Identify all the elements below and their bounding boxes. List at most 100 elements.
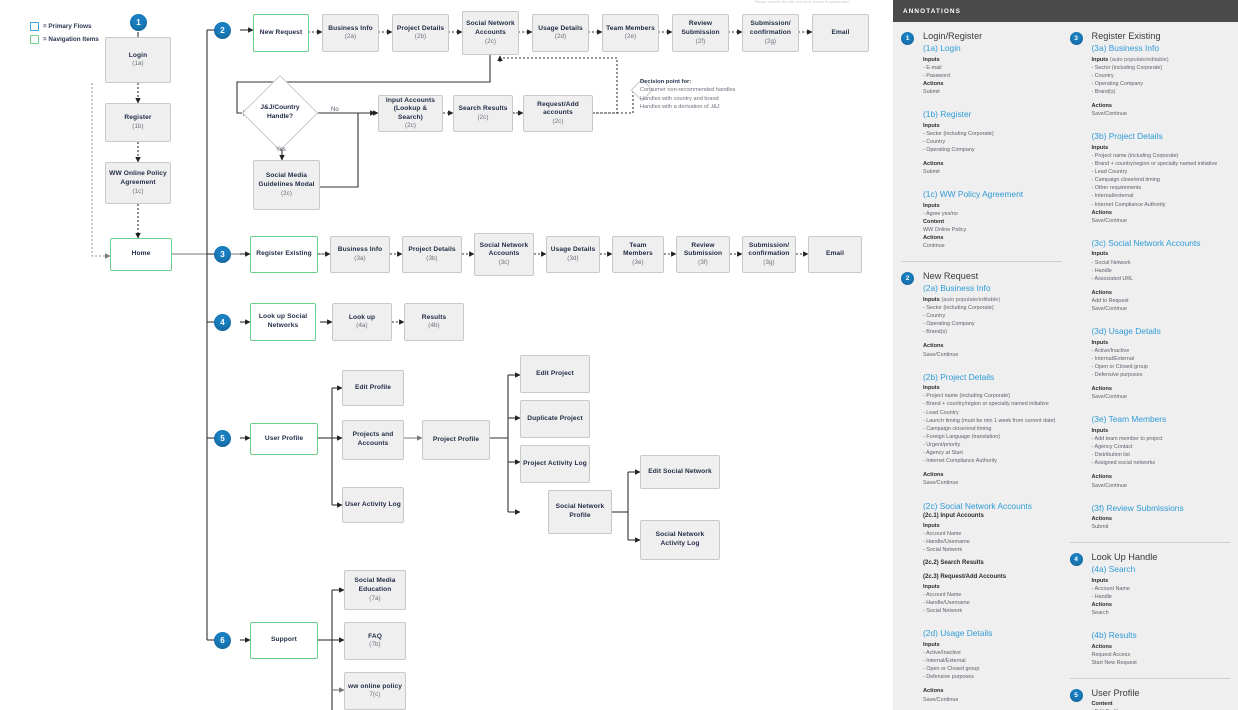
node-7c-ww-online-policy[interactable]: ww online policy 7(c) <box>344 672 406 710</box>
node-3c-sub: (3c) <box>498 259 510 267</box>
node-project-activity-log[interactable]: Project Activity Log <box>520 445 590 483</box>
node-look-up-social-networks[interactable]: Look up Social Networks <box>250 303 316 341</box>
section-title-1c[interactable]: (1c) WW Policy Agreement <box>923 189 1024 200</box>
section-title-2b[interactable]: (2b) Project Details <box>923 371 995 382</box>
label-actions: Actions <box>923 80 944 87</box>
annotation-title-login-register: Login/Register <box>923 31 983 41</box>
node-home[interactable]: Home <box>110 238 172 271</box>
node-social-network-profile-title: Social Network Profile <box>555 503 605 519</box>
section-title-4a[interactable]: (4a) Search <box>1091 564 1136 575</box>
node-3-email[interactable]: Email <box>808 236 862 273</box>
node-2c-social-network-accounts[interactable]: Social Network Accounts (2c) <box>462 11 519 55</box>
annotations-column-1: 1 Login/Register (1a) Login Inputs - E-m… <box>901 31 1062 710</box>
node-2e-team-members[interactable]: Team Members (2e) <box>602 14 659 52</box>
node-new-request[interactable]: New Request <box>253 14 309 52</box>
node-user-profile[interactable]: User Profile <box>250 423 318 455</box>
flow-bullet-1[interactable]: 1 <box>130 14 147 31</box>
content-value: WW Online Policy <box>923 227 967 234</box>
label-inputs: Inputs <box>923 583 940 590</box>
label-inputs: Inputs <box>923 122 940 129</box>
label-actions: Actions <box>923 688 944 695</box>
node-user-activity-log[interactable]: User Activity Log <box>342 487 404 523</box>
node-project-profile[interactable]: Project Profile <box>422 420 490 460</box>
annotation-number-4: 4 <box>1069 553 1083 567</box>
section-title-1a[interactable]: (1a) Login <box>923 43 961 54</box>
node-input-accounts-title: Input Accounts (Lookup & Search) <box>385 96 436 121</box>
node-3a-business-info[interactable]: Business Info (3a) <box>330 236 390 273</box>
node-support[interactable]: Support <box>250 622 318 659</box>
node-home-title: Home <box>131 250 151 258</box>
node-social-network-profile[interactable]: Social Network Profile <box>548 490 612 534</box>
node-2c-social-media-guidelines-modal[interactable]: Social Media Guidelines Modal (2c) <box>253 160 320 210</box>
section-title-3a[interactable]: (3a) Business Info <box>1091 43 1160 54</box>
action-value: Add to Request <box>1091 297 1129 304</box>
node-2b-project-details[interactable]: Project Details (2b) <box>392 14 449 52</box>
list-item: - Country <box>1091 72 1114 79</box>
node-3g-submission-confirmation[interactable]: Submission/ confirmation (3g) <box>742 236 796 273</box>
node-3e-team-members[interactable]: Team Members (3e) <box>612 236 664 273</box>
node-search-results-sub: (2c) <box>477 113 489 121</box>
label-inputs: Inputs <box>923 56 940 63</box>
node-2c-search-results[interactable]: Search Results (2c) <box>453 95 513 132</box>
section-title-2d[interactable]: (2d) Usage Details <box>923 628 993 639</box>
node-3a-title: Business Info <box>337 246 383 254</box>
flow-bullet-3[interactable]: 3 <box>214 246 231 263</box>
node-edit-social-network[interactable]: Edit Social Network <box>640 455 720 489</box>
node-4b-results[interactable]: Results (4b) <box>404 303 464 341</box>
list-item: - Internal/External <box>1091 355 1135 362</box>
node-2c-input-accounts[interactable]: Input Accounts (Lookup & Search) (2c) <box>378 95 443 132</box>
node-2a-business-info[interactable]: Business Info (2a) <box>322 14 379 52</box>
node-2g-submission-confirmation[interactable]: Submission/ confirmation (2g) <box>742 14 799 52</box>
node-3c-social-network-accounts[interactable]: Social Network Accounts (3c) <box>474 233 534 276</box>
node-2d-usage-details[interactable]: Usage Details (2d) <box>532 14 589 52</box>
node-7b-sub: (7b) <box>369 641 381 649</box>
label-actions: Actions <box>1091 643 1113 650</box>
section-title-1b[interactable]: (1b) Register <box>923 109 972 120</box>
node-4a-look-up[interactable]: Look up (4a) <box>332 303 392 341</box>
node-2c-request-add-accounts[interactable]: Request/Add accounts (2c) <box>523 95 593 132</box>
action-value: Search <box>1091 610 1109 617</box>
list-item: - Lead Country <box>923 409 959 416</box>
section-title-2a[interactable]: (2a) Business Info <box>923 283 991 294</box>
section-title-2c[interactable]: (2c) Social Network Accounts <box>923 500 1032 511</box>
node-ww-online-policy-agreement[interactable]: WW Online Policy Agreement (1c) <box>105 162 171 204</box>
legend: = Primary Flows = Navigation Items <box>30 22 99 48</box>
section-title-3b[interactable]: (3b) Project Details <box>1091 131 1163 142</box>
node-3f-review-submission[interactable]: Review Submission (3f) <box>676 236 730 273</box>
node-3b-project-details[interactable]: Project Details (3b) <box>402 236 462 273</box>
node-projects-and-accounts[interactable]: Projects and Accounts <box>342 420 404 460</box>
section-title-3c[interactable]: (3c) Social Network Accounts <box>1091 237 1201 248</box>
label-actions: Actions <box>923 161 944 168</box>
flow-bullet-5[interactable]: 5 <box>214 430 231 447</box>
section-title-3e[interactable]: (3e) Team Members <box>1091 414 1167 425</box>
node-duplicate-project[interactable]: Duplicate Project <box>520 400 590 438</box>
annotation-section-1c: (1c) WW Policy Agreement Inputs - Agree … <box>923 189 1062 250</box>
flow-bullet-4[interactable]: 4 <box>214 314 231 331</box>
list-item: - Active/Inactive <box>1091 347 1130 354</box>
section-title-3f[interactable]: (3f) Review Submissions <box>1091 502 1184 513</box>
node-2-email[interactable]: Email <box>812 14 869 52</box>
annotation-section-2c: (2c) Social Network Accounts (2c.1) Inpu… <box>923 501 1062 616</box>
node-edit-project[interactable]: Edit Project <box>520 355 590 393</box>
annotation-section-3f: (3f) Review Submissions Actions Submit <box>1092 503 1231 532</box>
annotation-group-new-request: 2 New Request (2a) Business Info Inputs … <box>901 271 1062 710</box>
annotation-section-4a: (4a) Search Inputs - Account Name - Hand… <box>1092 564 1231 617</box>
node-register[interactable]: Register (1b) <box>105 103 171 142</box>
node-social-network-activity-log[interactable]: Social Network Activity Log <box>640 520 720 560</box>
node-3f-sub: (3f) <box>698 259 708 267</box>
node-7b-faq[interactable]: FAQ (7b) <box>344 622 406 660</box>
node-login[interactable]: Login (1a) <box>105 37 171 83</box>
section-title-4b[interactable]: (4b) Results <box>1091 630 1137 641</box>
action-value: Save/Continue <box>923 696 959 703</box>
section-title-3d[interactable]: (3d) Usage Details <box>1091 326 1161 337</box>
node-7a-social-media-education[interactable]: Social Media Education (7a) <box>344 570 406 610</box>
node-register-existing[interactable]: Register Existing <box>250 236 318 273</box>
node-2f-review-submission[interactable]: Review Submission (2f) <box>672 14 729 52</box>
node-search-results-title: Search Results <box>458 105 508 113</box>
node-3e-sub: (3e) <box>632 259 644 267</box>
node-edit-profile[interactable]: Edit Profile <box>342 370 404 406</box>
flow-bullet-6[interactable]: 6 <box>214 632 231 649</box>
label-inputs: Inputs <box>1091 144 1109 151</box>
flow-bullet-2[interactable]: 2 <box>214 22 231 39</box>
node-3d-usage-details[interactable]: Usage Details (3d) <box>546 236 600 273</box>
